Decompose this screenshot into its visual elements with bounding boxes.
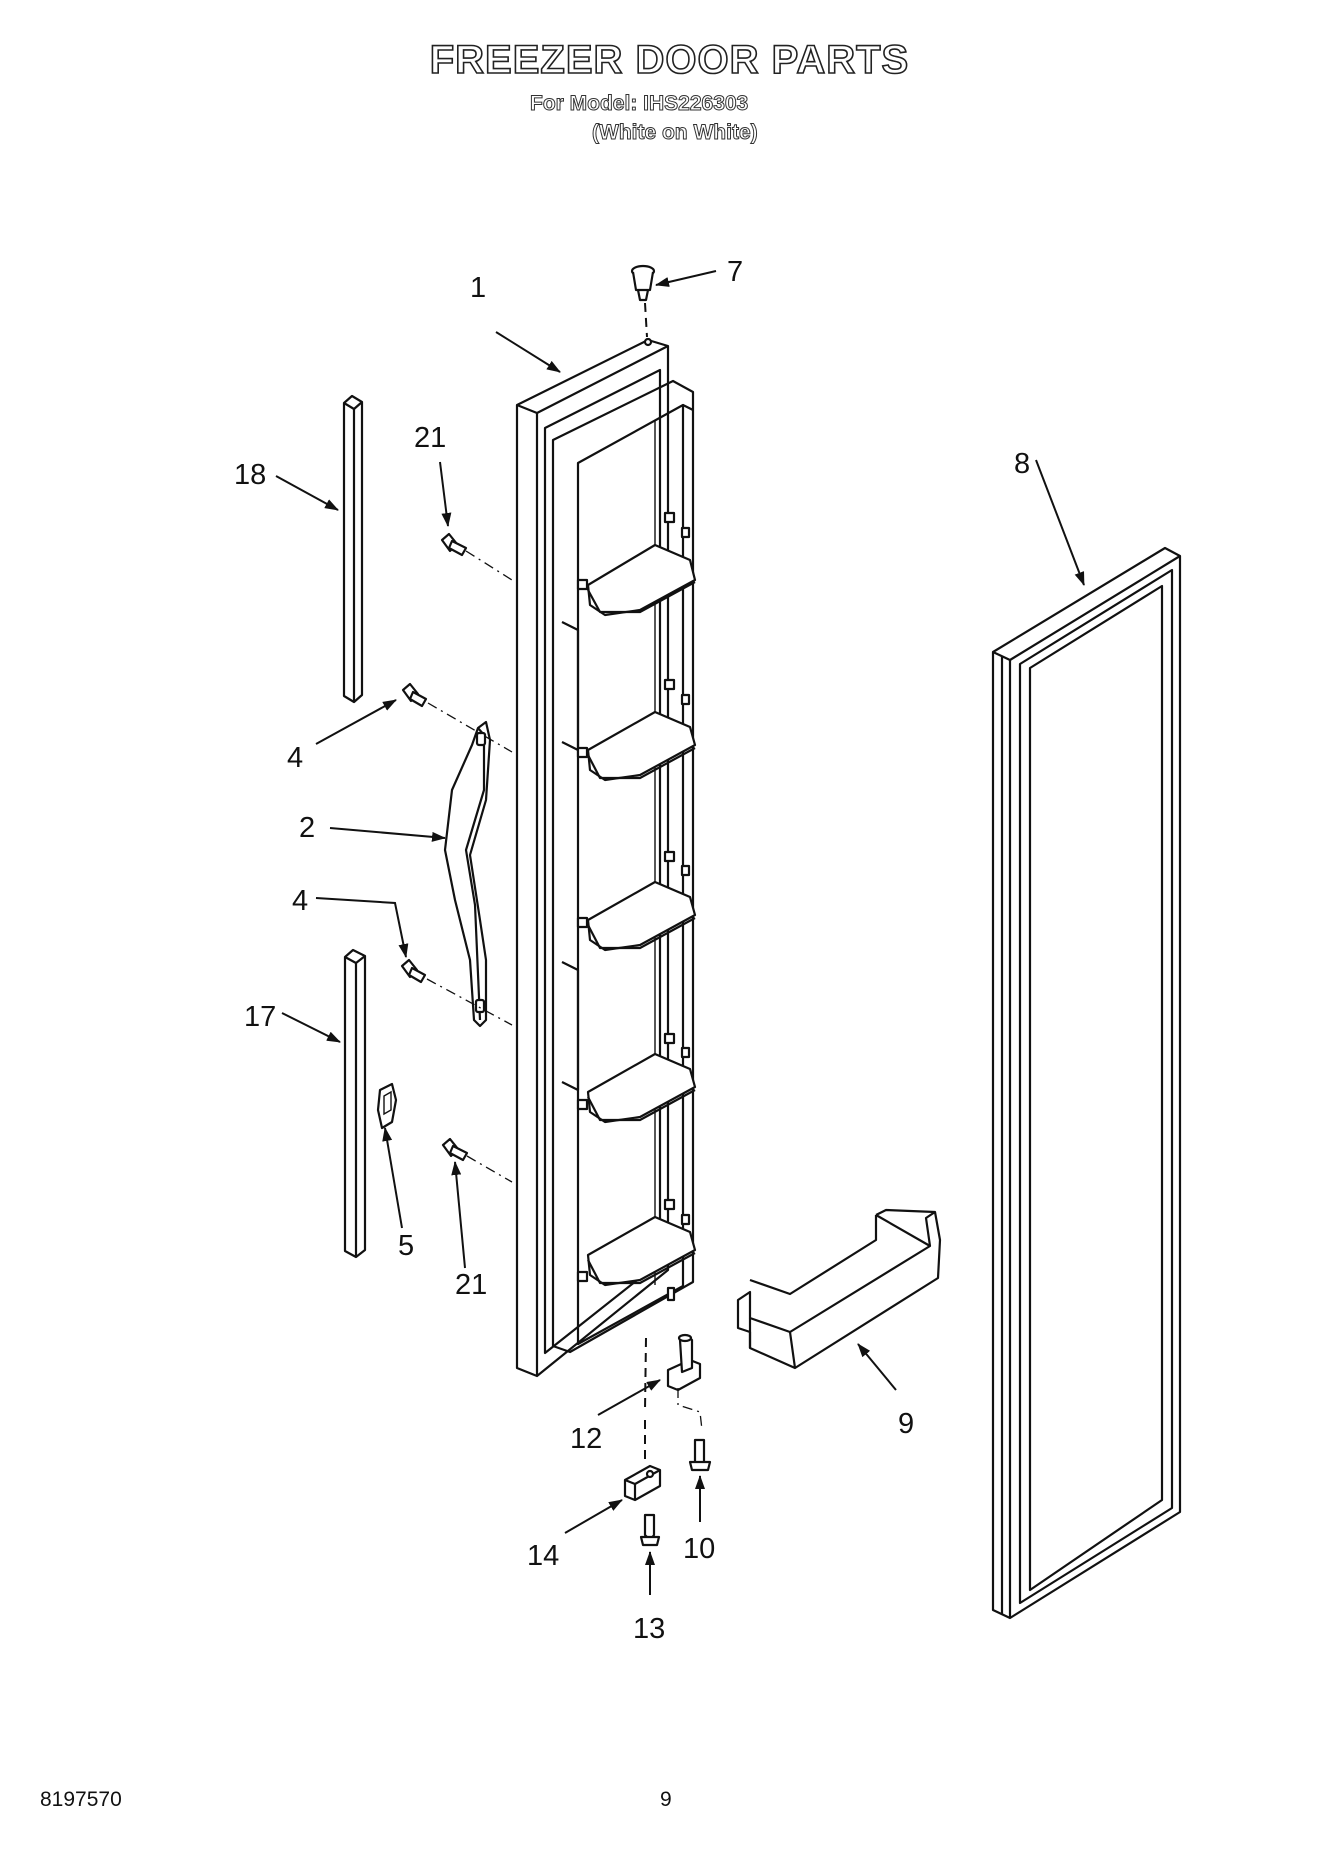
screw-21-bottom [441,1137,513,1183]
document-number: 8197570 [40,1788,122,1811]
callout-21-top: 21 [414,422,446,454]
freezer-door-liner [515,337,697,1378]
callout-7: 7 [727,256,743,288]
shim-screw [639,1513,661,1547]
callout-labels: 1 7 21 18 8 4 2 4 17 5 21 9 12 10 14 13 [234,256,1030,1645]
callout-4-top: 4 [287,742,303,774]
callout-14: 14 [527,1540,559,1572]
handle-clip [376,1082,398,1130]
door-gasket [991,546,1182,1620]
door-bin [736,1208,942,1370]
door-handle [443,720,492,1028]
door-shelf-4 [576,1032,697,1124]
handle-trim-strip-bottom [343,948,367,1259]
leader-arrows [275,270,1085,1595]
hinge-screw [688,1438,712,1472]
callout-17: 17 [244,1001,276,1033]
screw-4-top [401,682,513,753]
screw-21-top [440,532,513,581]
door-shelf-1 [561,511,697,752]
door-shelf-5 [576,1198,697,1287]
screw-4-bottom [400,958,513,1026]
door-shelf-2 [576,678,697,782]
model-line: For Model: IHS226303 [529,92,749,116]
callout-21-bottom: 21 [455,1269,487,1301]
callout-10: 10 [683,1533,715,1565]
page-number: 9 [660,1788,672,1811]
callout-12: 12 [570,1423,602,1455]
callout-8: 8 [1014,448,1030,480]
callout-18: 18 [234,459,266,491]
door-shelf-3 [561,850,697,1092]
page-title: FREEZER DOOR PARTS [429,37,910,83]
callout-13: 13 [633,1613,665,1645]
callout-1: 1 [470,272,486,304]
hinge-shim [623,1420,662,1502]
bottom-hinge [644,1333,703,1431]
callout-9: 9 [898,1408,914,1440]
hinge-bushing-top [630,264,656,338]
callout-4-bottom: 4 [292,885,308,917]
callout-5: 5 [398,1230,414,1262]
color-line: (White on White) [592,121,759,145]
handle-trim-strip-top [342,394,364,704]
callout-2: 2 [299,812,315,844]
